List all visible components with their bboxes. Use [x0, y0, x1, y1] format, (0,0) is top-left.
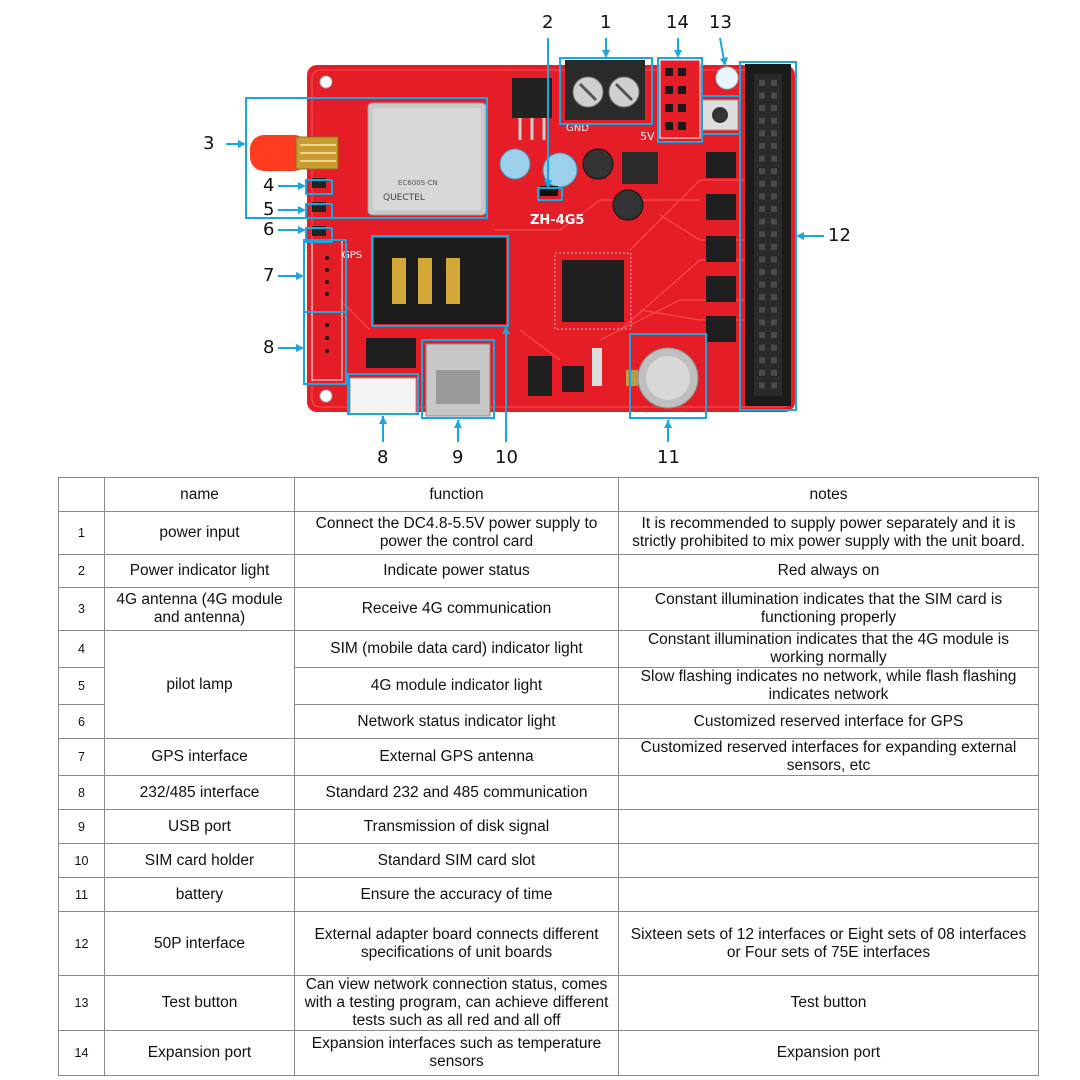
row-index: 9 — [58, 809, 105, 844]
row-index: 4 — [58, 630, 105, 668]
table-row: 2 Power indicator light Indicate power s… — [58, 554, 1039, 588]
row-name: Test button — [104, 975, 295, 1031]
table-header-row: name function notes — [58, 477, 1039, 512]
row-notes: Customized reserved interface for GPS — [618, 704, 1039, 739]
table-row: 11 battery Ensure the accuracy of time — [58, 877, 1039, 912]
row-index: 2 — [58, 554, 105, 588]
table-row: 7 GPS interface External GPS antenna Cus… — [58, 738, 1039, 776]
row-name: 50P interface — [104, 911, 295, 976]
row-function: Standard 232 and 485 communication — [294, 775, 619, 810]
row-name: USB port — [104, 809, 295, 844]
row-notes — [618, 877, 1039, 912]
row-function: Connect the DC4.8-5.5V power supply to p… — [294, 511, 619, 555]
gnd-label: GND — [566, 123, 589, 134]
board-photo: QUECTEL EC600S-CN GND 5V ZH-4G5 — [226, 37, 824, 442]
table-row: 3 4G antenna (4G module and antenna) Rec… — [58, 587, 1039, 631]
board-figure: QUECTEL EC600S-CN GND 5V ZH-4G5 — [0, 0, 1080, 478]
module-brand-label: QUECTEL — [383, 193, 425, 203]
row-index: 5 — [58, 667, 105, 705]
row-function: 4G module indicator light — [294, 667, 619, 705]
callout-12: 12 — [828, 225, 851, 246]
board-label: ZH-4G5 — [530, 213, 584, 228]
table-row: 12 50P interface External adapter board … — [58, 911, 1039, 976]
row-function: SIM (mobile data card) indicator light — [294, 630, 619, 668]
row-notes — [618, 809, 1039, 844]
row-function: External GPS antenna — [294, 738, 619, 776]
row-index: 8 — [58, 775, 105, 810]
row-notes — [618, 775, 1039, 810]
table-row: 6 Network status indicator light Customi… — [58, 704, 1039, 739]
row-index: 1 — [58, 511, 105, 555]
callout-3: 3 — [203, 133, 215, 154]
table-row: 4 pilot lamp SIM (mobile data card) indi… — [58, 630, 1039, 739]
table-row: 13 Test button Can view network connecti… — [58, 975, 1039, 1031]
header-name: name — [104, 477, 295, 512]
5v-label: 5V — [640, 130, 655, 143]
row-notes: Slow flashing indicates no network, whil… — [618, 667, 1039, 705]
row-index: 14 — [58, 1030, 105, 1076]
row-index: 6 — [58, 704, 105, 739]
callout-10: 10 — [495, 447, 518, 468]
row-function: Can view network connection status, come… — [294, 975, 619, 1031]
row-name: 232/485 interface — [104, 775, 295, 810]
callout-11: 11 — [657, 447, 680, 468]
antenna — [250, 135, 308, 171]
header-function: function — [294, 477, 619, 512]
row-notes: Sixteen sets of 12 interfaces or Eight s… — [618, 911, 1039, 976]
table-row: 14 Expansion port Expansion interfaces s… — [58, 1030, 1039, 1076]
row-name: battery — [104, 877, 295, 912]
row-notes: Constant illumination indicates that the… — [618, 630, 1039, 668]
row-function: External adapter board connects differen… — [294, 911, 619, 976]
row-function: Receive 4G communication — [294, 587, 619, 631]
row-index: 3 — [58, 587, 105, 631]
row-notes: Constant illumination indicates that the… — [618, 587, 1039, 631]
row-function: Standard SIM card slot — [294, 843, 619, 878]
row-function: Transmission of disk signal — [294, 809, 619, 844]
row-name: Expansion port — [104, 1030, 295, 1076]
row-function: Network status indicator light — [294, 704, 619, 739]
row-name: power input — [104, 511, 295, 555]
row-index: 13 — [58, 975, 105, 1031]
row-notes: Expansion port — [618, 1030, 1039, 1076]
row-notes: Red always on — [618, 554, 1039, 588]
gps-label: GPS — [342, 250, 362, 261]
table-row: 8 232/485 interface Standard 232 and 485… — [58, 775, 1039, 810]
row-notes — [618, 843, 1039, 878]
callout-4: 4 — [263, 175, 275, 196]
table-row: 10 SIM card holder Standard SIM card slo… — [58, 843, 1039, 878]
row-name: pilot lamp — [104, 630, 295, 739]
callout-8-bottom: 8 — [377, 447, 389, 468]
table-row: 1 power input Connect the DC4.8-5.5V pow… — [58, 511, 1039, 555]
callout-13: 13 — [709, 12, 732, 33]
callout-14: 14 — [666, 12, 689, 33]
mcu-chip — [562, 260, 624, 322]
callout-2: 2 — [542, 12, 554, 33]
callout-6: 6 — [263, 219, 275, 240]
callout-9: 9 — [452, 447, 464, 468]
row-index: 12 — [58, 911, 105, 976]
row-function: Expansion interfaces such as temperature… — [294, 1030, 619, 1076]
row-function: Indicate power status — [294, 554, 619, 588]
callout-1: 1 — [600, 12, 612, 33]
table-row: 9 USB port Transmission of disk signal — [58, 809, 1039, 844]
header-notes: notes — [618, 477, 1039, 512]
row-name: 4G antenna (4G module and antenna) — [104, 587, 295, 631]
row-notes: Test button — [618, 975, 1039, 1031]
row-name: SIM card holder — [104, 843, 295, 878]
row-notes: Customized reserved interfaces for expan… — [618, 738, 1039, 776]
table-row: 5 4G module indicator light Slow flashin… — [58, 667, 1039, 705]
callout-8-left: 8 — [263, 337, 275, 358]
row-notes: It is recommended to supply power separa… — [618, 511, 1039, 555]
row-function: Ensure the accuracy of time — [294, 877, 619, 912]
header-index — [58, 477, 105, 512]
row-index: 7 — [58, 738, 105, 776]
callout-7: 7 — [263, 265, 275, 286]
row-name: GPS interface — [104, 738, 295, 776]
row-index: 11 — [58, 877, 105, 912]
row-index: 10 — [58, 843, 105, 878]
row-name: Power indicator light — [104, 554, 295, 588]
module-model-label: EC600S-CN — [398, 179, 438, 187]
callout-5: 5 — [263, 199, 275, 220]
spec-table: name function notes 1 power input Connec… — [58, 477, 1039, 1076]
